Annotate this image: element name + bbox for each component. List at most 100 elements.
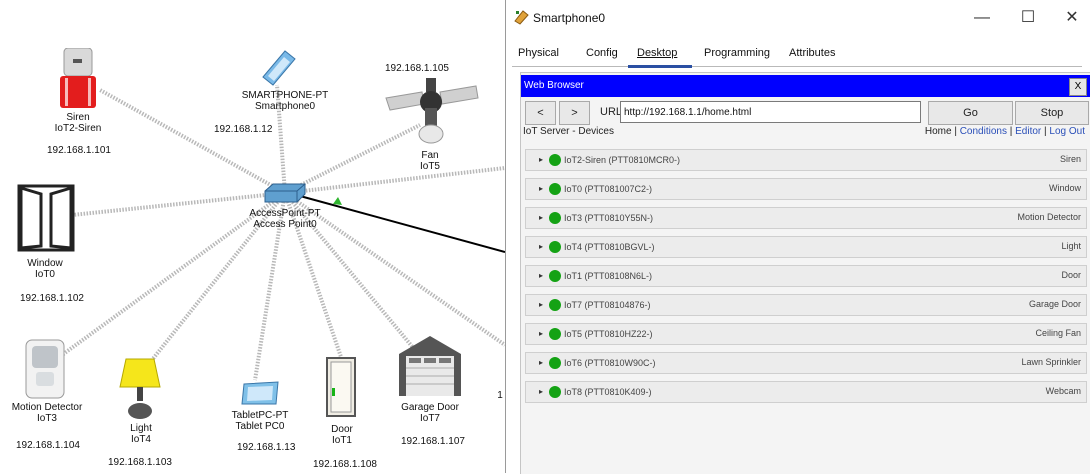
home-link[interactable]: Home <box>924 126 952 137</box>
smartphone-app-icon <box>514 10 529 25</box>
tab-config[interactable]: Config <box>586 47 618 59</box>
maximize-button[interactable]: ☐ <box>1020 9 1036 26</box>
title-bar[interactable]: Smartphone0 — ☐ ✕ <box>506 0 1090 36</box>
door-ip: 192.168.1.108 <box>313 459 377 470</box>
device-type: Lawn Sprinkler <box>1021 357 1081 367</box>
expand-arrow-icon[interactable]: ▸ <box>539 271 544 280</box>
device-row[interactable]: ▸ IoT7 (PTT08104876-) Garage Door <box>525 294 1087 316</box>
device-row[interactable]: ▸IoT0 (PTT081007C2-)Window <box>525 178 1087 200</box>
close-button[interactable]: ✕ <box>1065 9 1079 26</box>
garage-door-icon[interactable] <box>397 334 463 398</box>
tab-desktop[interactable]: Desktop <box>637 47 678 59</box>
window-icon[interactable] <box>17 184 75 252</box>
status-online-icon <box>549 154 561 166</box>
door-icon[interactable] <box>325 356 357 418</box>
expand-arrow-icon[interactable]: ▸ <box>539 242 544 251</box>
tab-physical[interactable]: Physical <box>518 47 559 59</box>
status-online-icon <box>549 299 561 311</box>
editor-link[interactable]: Editor <box>1015 126 1042 137</box>
conditions-link[interactable]: Conditions <box>959 126 1007 137</box>
status-online-icon <box>549 212 561 224</box>
url-input[interactable]: http://192.168.1.1/home.html <box>620 101 921 123</box>
expand-arrow-icon[interactable]: ▸ <box>539 329 544 338</box>
device-name: IoT1 (PTT08108N6L-) <box>564 271 653 281</box>
motion-detector-icon[interactable] <box>24 338 66 400</box>
status-online-icon <box>549 328 561 340</box>
device-name: IoT5 (PTT0810HZ22-) <box>564 329 653 339</box>
fan-ip: 192.168.1.105 <box>385 63 449 74</box>
device-name: IoT7 (PTT08104876-) <box>564 300 651 310</box>
garage-door-ip: 192.168.1.107 <box>401 436 465 447</box>
device-type: Light <box>1061 241 1081 251</box>
window-ip: 192.168.1.102 <box>20 293 84 304</box>
tab-programming[interactable]: Programming <box>704 47 771 59</box>
device-type: Webcam <box>1045 386 1081 396</box>
device-row[interactable]: ▸ IoT2-Siren (PTT0810MCR0-) Siren <box>525 149 1087 171</box>
device-name: IoT0 (PTT081007C2-) <box>564 184 653 194</box>
web-browser-close-button[interactable]: X <box>1069 78 1087 96</box>
back-button[interactable]: < <box>525 101 556 125</box>
smartphone-window: Smartphone0 — ☐ ✕ Physical Config Deskto… <box>505 0 1090 474</box>
edge-number: 1 <box>497 390 503 401</box>
device-type: Motion Detector <box>1017 212 1081 222</box>
wireless-links <box>60 84 505 381</box>
device-row[interactable]: ▸ IoT5 (PTT0810HZ22-) Ceiling Fan <box>525 323 1087 345</box>
device-row[interactable]: ▸ IoT6 (PTT0810W90C-) Lawn Sprinkler <box>525 352 1087 374</box>
expand-arrow-icon[interactable]: ▸ <box>539 213 544 222</box>
expand-arrow-icon[interactable]: ▸ <box>539 300 544 309</box>
web-browser-title: Web Browser <box>524 80 584 91</box>
ceiling-fan-icon[interactable] <box>382 78 482 146</box>
smartphone-ip: 192.168.1.12 <box>214 124 273 135</box>
logout-link[interactable]: Log Out <box>1049 126 1085 137</box>
window-title: Smartphone0 <box>533 11 606 25</box>
forward-button[interactable]: > <box>559 101 590 125</box>
device-row[interactable]: ▸IoT3 (PTT0810Y55N-)Motion Detector <box>525 207 1087 229</box>
device-name: IoT6 (PTT0810W90C-) <box>564 358 656 368</box>
nav-links: Home | Conditions | Editor | Log Out <box>925 126 1085 137</box>
status-online-icon <box>549 357 561 369</box>
link-separator: | <box>951 126 960 137</box>
minimize-button[interactable]: — <box>974 9 990 26</box>
tab-divider <box>512 66 1082 67</box>
device-type: Ceiling Fan <box>1035 328 1081 338</box>
status-online-icon <box>549 386 561 398</box>
expand-arrow-icon[interactable]: ▸ <box>539 358 544 367</box>
status-online-icon <box>549 270 561 282</box>
device-type: Garage Door <box>1028 299 1081 309</box>
device-row[interactable]: ▸IoT1 (PTT08108N6L-)Door <box>525 265 1087 287</box>
lamp-icon[interactable] <box>118 357 162 421</box>
smartphone-icon[interactable] <box>259 47 299 87</box>
url-label: URL <box>600 106 623 118</box>
tablet-ip: 192.168.1.13 <box>237 442 296 453</box>
expand-arrow-icon[interactable]: ▸ <box>539 387 544 396</box>
active-tab-indicator <box>628 65 692 68</box>
go-button[interactable]: Go <box>928 101 1013 125</box>
device-row[interactable]: ▸IoT8 (PTT0810K409-)Webcam <box>525 381 1087 403</box>
device-row[interactable]: ▸ IoT4 (PTT0810BGVL-) Light <box>525 236 1087 258</box>
device-name: IoT4 (PTT0810BGVL-) <box>564 242 655 252</box>
motion-detector-ip: 192.168.1.104 <box>16 440 80 451</box>
tab-attributes[interactable]: Attributes <box>789 47 836 59</box>
page-heading: IoT Server - Devices <box>523 126 614 137</box>
siren-icon[interactable] <box>55 48 101 110</box>
light-ip: 192.168.1.103 <box>108 457 172 468</box>
access-point-icon[interactable] <box>263 182 307 204</box>
tablet-icon[interactable] <box>240 380 280 406</box>
siren-ip: 192.168.1.101 <box>47 145 111 156</box>
expand-arrow-icon[interactable]: ▸ <box>539 155 544 164</box>
device-name: IoT2-Siren (PTT0810MCR0-) <box>564 155 681 165</box>
device-type: Siren <box>1059 154 1081 164</box>
web-browser-title-bar: Web Browser X <box>521 75 1090 97</box>
expand-arrow-icon[interactable]: ▸ <box>539 184 544 193</box>
stop-button[interactable]: Stop <box>1015 101 1089 125</box>
web-browser-panel: Web Browser X < > URL http://192.168.1.1… <box>520 72 1090 474</box>
